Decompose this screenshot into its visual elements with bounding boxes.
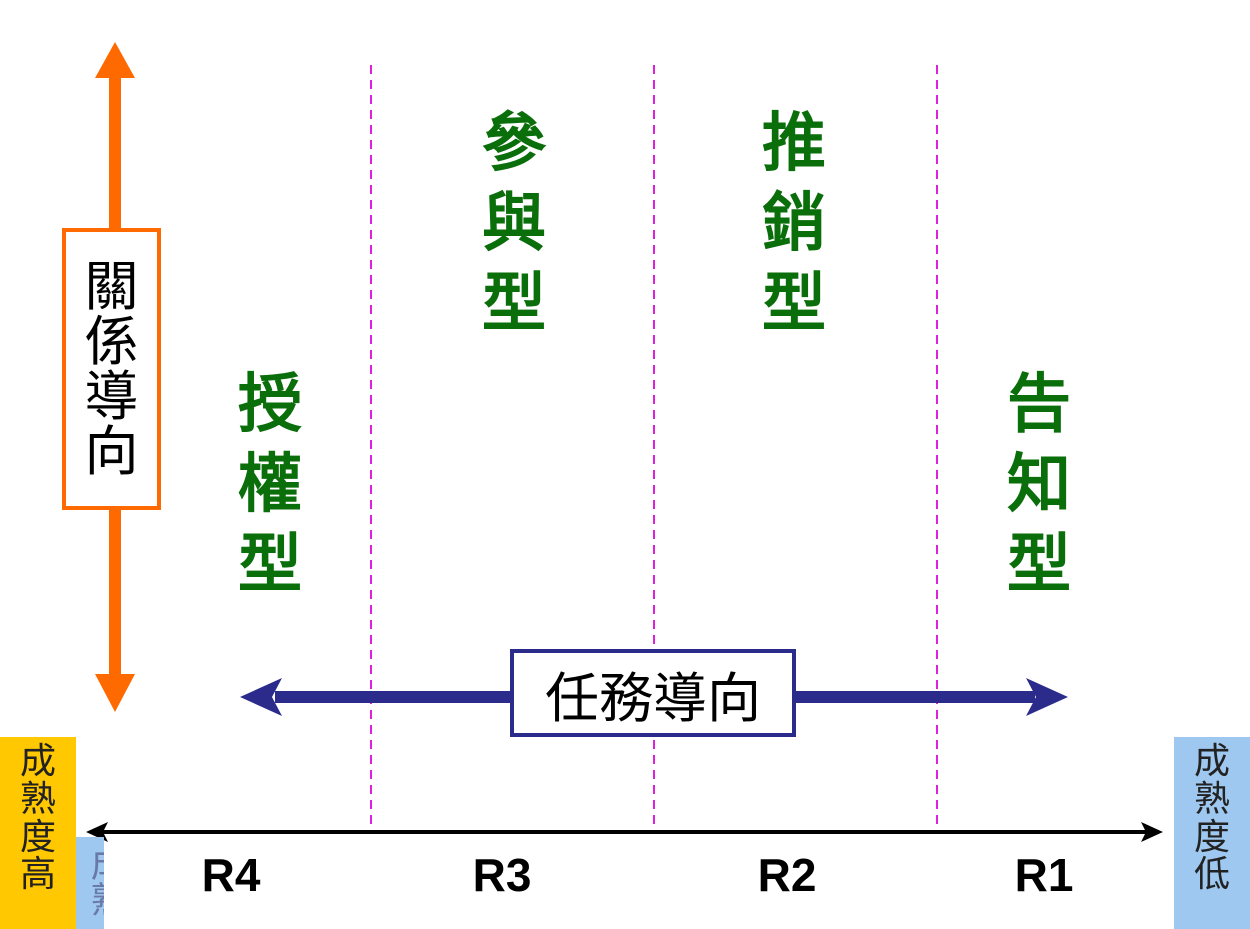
style-label-selling: 推銷型	[762, 106, 826, 341]
stage-label-r1: R1	[1014, 849, 1074, 901]
relationship-axis-label: 關係導向	[62, 228, 161, 510]
maturity-ghost-label: 成熟	[76, 837, 104, 929]
maturity-axis-arrow	[86, 822, 1163, 842]
task-axis-label: 任務導向	[510, 649, 796, 737]
style-label-delegating: 授權型	[238, 367, 302, 602]
stage-label-r3: R3	[472, 849, 532, 901]
maturity-low-label: 成熟度低	[1174, 737, 1250, 929]
stage-label-r4: R4	[201, 849, 261, 901]
style-label-participating: 參與型	[482, 106, 546, 341]
maturity-high-label: 成熟度高	[0, 737, 76, 929]
style-label-telling: 告知型	[1007, 367, 1071, 602]
stage-label-r2: R2	[757, 849, 817, 901]
maturity-ghost-text: 成熟	[84, 845, 104, 917]
